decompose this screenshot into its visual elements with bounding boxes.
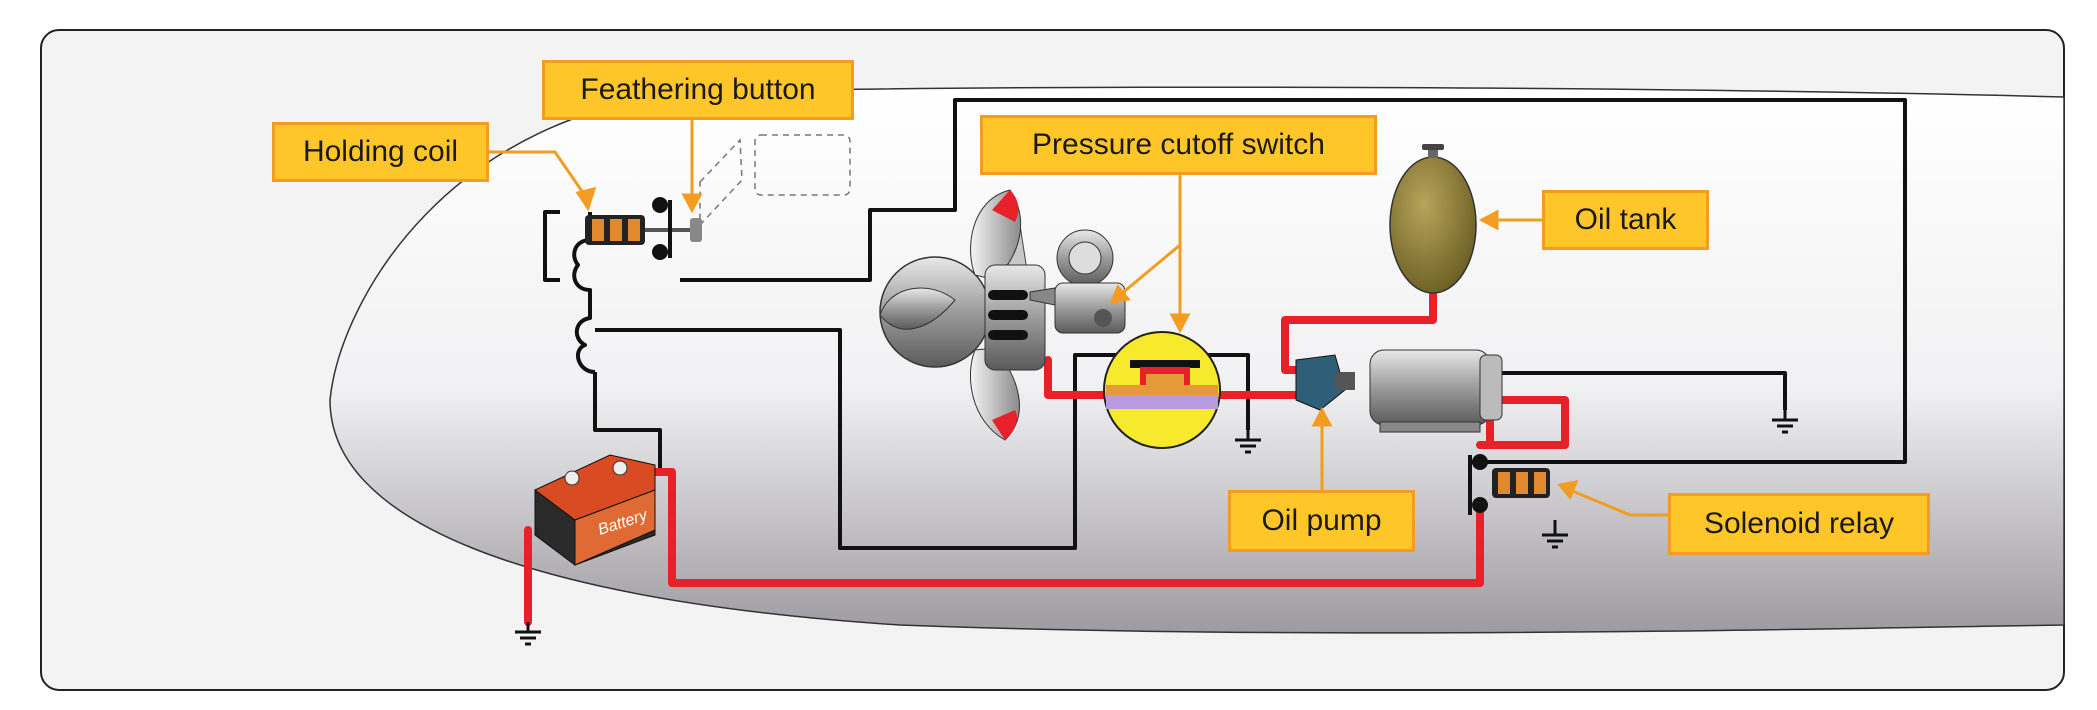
control-wires <box>543 98 1907 550</box>
pump-motor <box>1369 349 1503 433</box>
feathering-button-label: Feathering button <box>542 60 854 120</box>
pressure-cutoff-switch <box>1029 229 1221 449</box>
oil-pump <box>1295 354 1355 411</box>
holding-coil-label: Holding coil <box>272 122 489 182</box>
oil-tank <box>1389 144 1477 294</box>
holding-coil-assembly <box>585 197 702 260</box>
solenoid-relay <box>1468 454 1550 515</box>
battery: Battery <box>534 454 656 566</box>
pressure-cutoff-switch-label: Pressure cutoff switch <box>980 115 1377 175</box>
panel-cutout-dashed <box>754 134 851 196</box>
feathering-button[interactable] <box>690 218 702 242</box>
propeller-assembly <box>879 189 1046 441</box>
panel-cutout-dashed <box>699 138 743 227</box>
ground-symbols <box>515 410 1798 646</box>
leader-lines <box>488 108 1670 517</box>
solenoid-relay-label: Solenoid relay <box>1668 493 1930 555</box>
oil-tank-label: Oil tank <box>1542 190 1709 250</box>
oil-pump-label: Oil pump <box>1228 490 1415 552</box>
power-wires <box>524 291 1569 626</box>
